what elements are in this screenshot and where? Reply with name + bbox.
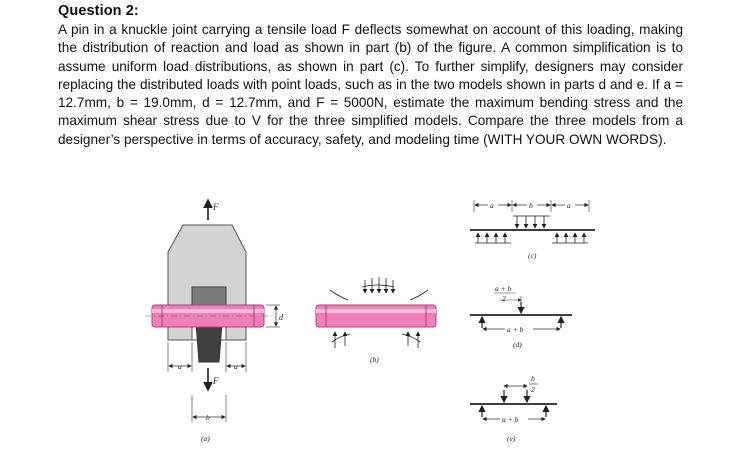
e-frac-num: b xyxy=(531,374,535,383)
d-frac-num: a + b xyxy=(495,284,512,293)
svg-text:a: a xyxy=(567,201,571,210)
question-body: A pin in a knuckle joint carrying a tens… xyxy=(58,22,683,147)
svg-text:b: b xyxy=(529,201,533,210)
dim-b-label: b xyxy=(206,413,210,422)
load-label-top: F xyxy=(212,202,219,212)
dim-d-label: d xyxy=(279,313,284,322)
pin xyxy=(151,304,265,328)
load-label-bottom: F xyxy=(212,376,219,386)
part-c-caption: (c) xyxy=(528,251,537,260)
question-title: Question 2: xyxy=(58,3,139,19)
part-b-caption: (b) xyxy=(370,355,379,364)
svg-text:a: a xyxy=(490,201,494,210)
part-b-deflected-pin: (b) xyxy=(315,277,437,364)
part-d-caption: (d) xyxy=(513,340,522,349)
part-d-point-loads: a + b 2 a + b (d) xyxy=(470,284,572,349)
e-frac-den: 2 xyxy=(531,385,535,394)
d-dim-label: a + b xyxy=(507,325,524,334)
part-e-point-loads: b 2 a + b (e) xyxy=(470,374,557,443)
e-dim-label: a + b xyxy=(502,415,519,424)
pin-highlight xyxy=(152,309,264,313)
dim-a-left-label: a xyxy=(178,362,182,371)
top-load-curve xyxy=(361,284,395,288)
eye-shank xyxy=(195,322,223,363)
dim-a-right-label: a xyxy=(234,362,238,371)
part-c-uniform-loads: a b a (c) xyxy=(470,200,595,260)
pin-b xyxy=(315,304,437,328)
part-a-knuckle-assembly: F d F a a b (a) xyxy=(145,198,284,443)
part-a-caption: (a) xyxy=(201,434,210,443)
d-frac-den: 2 xyxy=(502,294,506,303)
part-e-caption: (e) xyxy=(507,434,516,443)
